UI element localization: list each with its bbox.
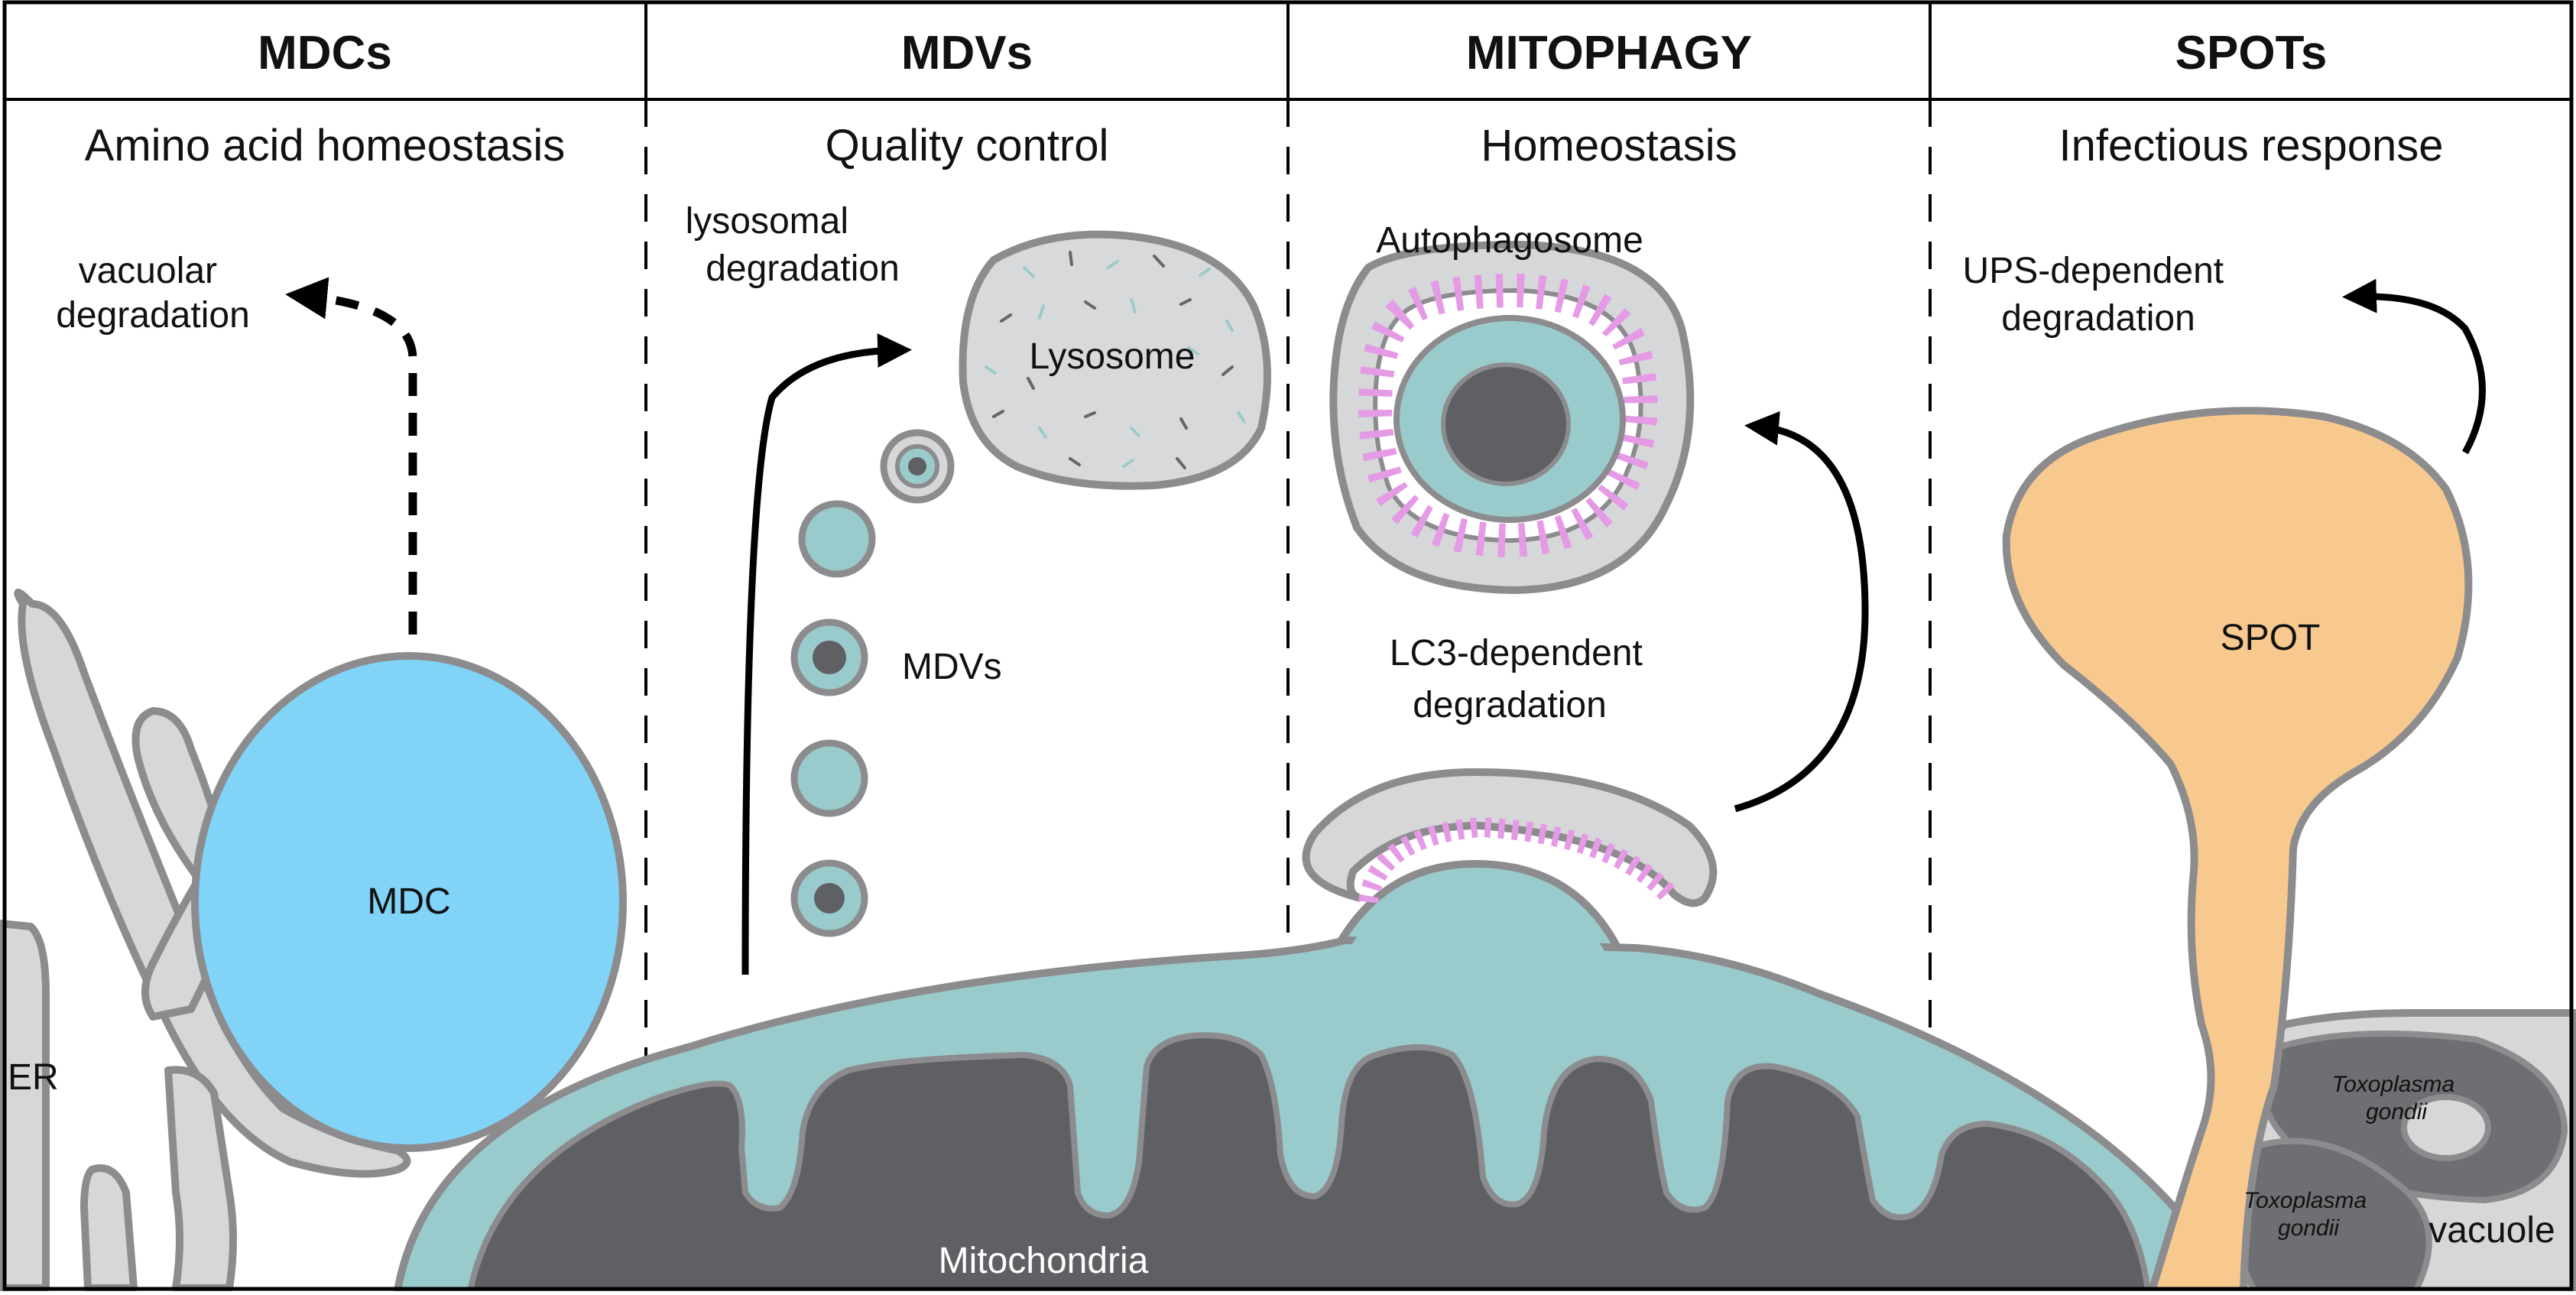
lc3-degradation-arrow [1734,411,1869,813]
autophagosome [1329,240,1695,595]
label-vacuolar-degradation: vacuolar degradation [56,251,250,336]
mdv-vesicles [790,429,955,937]
lysosomal-degradation-arrow [741,333,912,975]
label-mdvs: MDVs [902,647,1002,687]
label-er: ER [8,1057,59,1098]
panel-title-mdvs: MDVs [901,27,1033,80]
mdc-body [191,652,627,1152]
mitochondria [394,860,2205,1295]
label-ups-degradation: UPS-dependent degradation [1963,251,2234,339]
panel-dividers [644,99,1932,1284]
label-mitochondria: Mitochondria [939,1241,1149,1281]
label-vacuole: vacuole [2428,1210,2555,1251]
panel-subtitle-mitophagy: Homeostasis [1481,121,1737,170]
phagophore [1302,768,1718,907]
label-lysosome: Lysosome [1030,336,1196,377]
label-spot: SPOT [2221,618,2321,658]
vacuolar-degradation-arrow [285,277,417,635]
spot-body [2002,407,2473,1295]
panel-subtitle-mdvs: Quality control [826,121,1109,170]
ups-degradation-arrow [2342,278,2486,455]
label-lysosomal-degradation: lysosomal degradation [686,201,900,289]
vacuole [2189,1009,2576,1295]
label-autophagosome: Autophagosome [1376,220,1643,261]
panel-subtitle-spots: Infectious response [2059,121,2444,170]
panel-subtitle-mdcs: Amino acid homeostasis [85,121,566,170]
panel-title-spots: SPOTs [2175,27,2328,80]
label-toxoplasma-lower: Toxoplasma gondii [2244,1188,2373,1241]
panel-title-mitophagy: MITOPHAGY [1466,27,1752,80]
label-lc3-degradation: LC3-dependent degradation [1390,633,1653,725]
label-mdc: MDC [367,881,450,922]
label-toxoplasma-upper: Toxoplasma gondii [2332,1072,2461,1125]
er-network [0,589,411,1292]
lysosome [959,230,1271,490]
panel-title-mdcs: MDCs [258,27,392,80]
